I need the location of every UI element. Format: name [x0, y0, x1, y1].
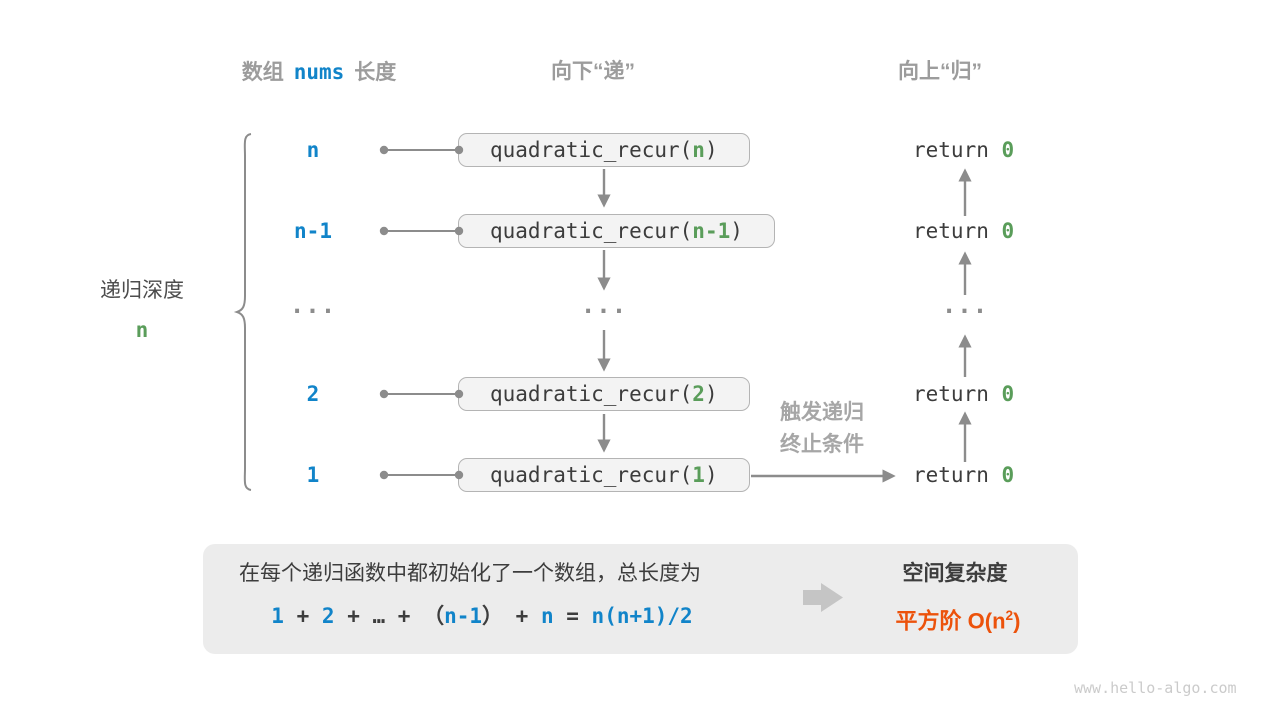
header-upward-return: 向上“归”	[898, 60, 982, 83]
recursion-depth-label: 递归深度	[100, 279, 184, 302]
call-box-2: quadratic_recur(2)	[458, 377, 750, 411]
header-array-prefix: 数组	[241, 61, 284, 84]
header-nums-code: nums	[293, 60, 345, 84]
formula-token: n(n+1)/2	[591, 604, 693, 628]
return-ellipsis: ...	[941, 291, 989, 319]
formula-token: +	[385, 604, 424, 628]
trigger-note-line1: 触发递归	[780, 401, 864, 424]
formula-token: 1	[271, 604, 284, 628]
depth-label-n1: n-1	[294, 219, 332, 243]
call-suffix: )	[704, 382, 718, 406]
complexity-exponent: 2	[1005, 608, 1014, 623]
call-text: quadratic_recur(n-1)	[490, 219, 743, 243]
trigger-note-line2: 终止条件	[780, 433, 864, 456]
formula-token: ）	[482, 604, 504, 628]
connector-row-2	[379, 389, 464, 399]
return-keyword: return	[913, 138, 1002, 162]
formula-token: …	[372, 604, 386, 628]
call-text: quadratic_recur(n)	[490, 138, 718, 162]
connector-row-n1	[379, 226, 464, 236]
depth-ellipsis: ...	[289, 291, 337, 319]
formula-token: 2	[321, 604, 335, 628]
return-value: 0	[1001, 382, 1015, 406]
call-text: quadratic_recur(1)	[490, 463, 718, 487]
header-array-length: 数组 nums 长度	[242, 57, 397, 88]
call-prefix: quadratic_recur(	[490, 219, 693, 243]
recursion-depth-value: n	[135, 318, 149, 342]
return-statement-n1: return 0	[913, 218, 1014, 244]
connector-row-1	[379, 470, 464, 480]
formula: 1 + 2 + … + （n-1） + n = n(n+1)/2	[271, 601, 692, 632]
formula-token: n-1	[444, 604, 483, 628]
return-value: 0	[1001, 138, 1015, 162]
call-arg: 1	[692, 463, 705, 487]
space-complexity-title: 空间复杂度	[902, 562, 1008, 585]
call-suffix: )	[704, 138, 718, 162]
call-box-n1: quadratic_recur(n-1)	[458, 214, 775, 248]
header-array-suffix: 长度	[354, 61, 397, 84]
return-statement-n: return 0	[913, 137, 1014, 163]
connector-row-n	[379, 145, 464, 155]
return-value: 0	[1001, 219, 1015, 243]
return-keyword: return	[913, 219, 1002, 243]
space-complexity-value: 平方阶 O(n2)	[896, 600, 1021, 636]
call-arg: n-1	[692, 219, 731, 243]
formula-token: =	[553, 604, 592, 628]
depth-label-1: 1	[306, 463, 320, 487]
call-arg: 2	[692, 382, 705, 406]
formula-token: （	[423, 604, 445, 628]
call-ellipsis: ...	[580, 291, 628, 319]
call-suffix: )	[730, 219, 743, 243]
watermark: www.hello-algo.com	[1074, 679, 1237, 697]
summary-text: 在每个递归函数中都初始化了一个数组，总长度为	[239, 562, 701, 585]
call-text: quadratic_recur(2)	[490, 382, 718, 406]
header-downward-recursion: 向下“递”	[551, 60, 635, 83]
return-keyword: return	[913, 463, 1002, 487]
return-keyword: return	[913, 382, 1002, 406]
complexity-suffix: )	[1013, 608, 1021, 634]
call-prefix: quadratic_recur(	[490, 138, 693, 162]
call-arg: n	[692, 138, 705, 162]
summary-panel	[203, 544, 1078, 654]
depth-brace	[233, 133, 252, 491]
call-box-1: quadratic_recur(1)	[458, 458, 750, 492]
call-box-n: quadratic_recur(n)	[458, 133, 750, 167]
call-prefix: quadratic_recur(	[490, 463, 693, 487]
depth-label-n: n	[306, 138, 320, 162]
call-prefix: quadratic_recur(	[490, 382, 693, 406]
formula-token: n	[540, 604, 554, 628]
return-statement-1: return 0	[913, 462, 1014, 488]
return-statement-2: return 0	[913, 381, 1014, 407]
return-value: 0	[1001, 463, 1015, 487]
depth-label-2: 2	[306, 382, 320, 406]
call-suffix: )	[704, 463, 718, 487]
formula-token: +	[334, 604, 373, 628]
formula-token: +	[503, 604, 541, 628]
formula-token: +	[283, 604, 322, 628]
complexity-prefix: 平方阶 O(n	[895, 608, 1006, 634]
